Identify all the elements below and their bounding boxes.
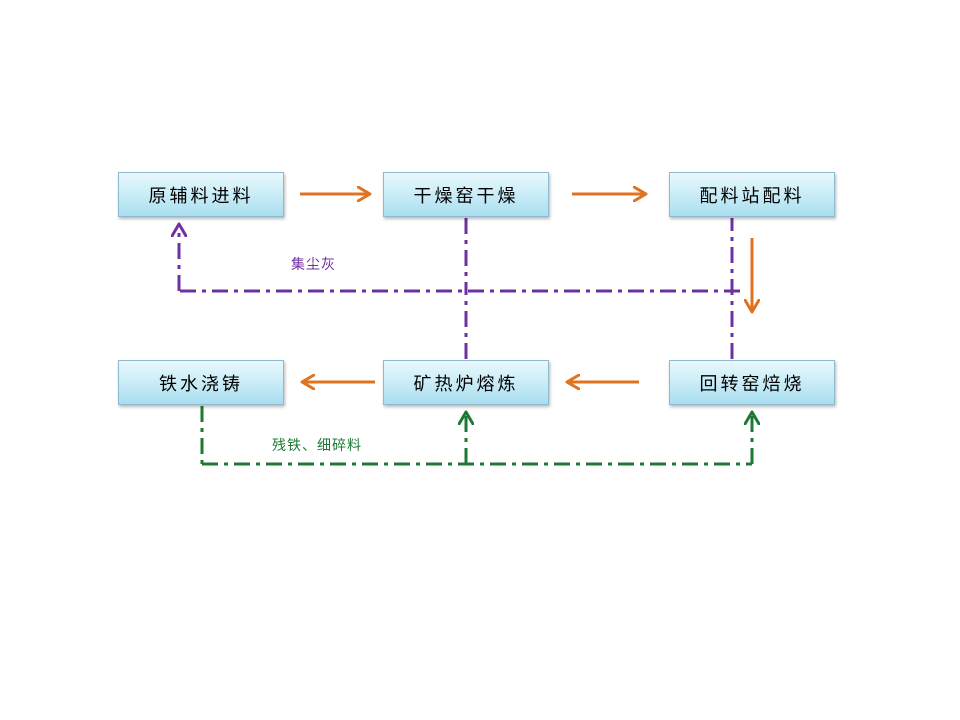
node-iron-casting: 铁水浇铸 xyxy=(118,360,284,405)
node-furnace-smelting-label: 矿热炉熔炼 xyxy=(413,373,519,395)
scrap-return-loop xyxy=(200,406,752,466)
node-iron-casting-label: 铁水浇铸 xyxy=(159,373,243,395)
dust-ash-label: 集尘灰 xyxy=(291,257,336,273)
node-kiln-drying: 干燥窑干燥 xyxy=(383,172,549,217)
node-batching-station: 配料站配料 xyxy=(669,172,835,217)
node-kiln-drying-label: 干燥窑干燥 xyxy=(413,185,519,207)
node-rotary-kiln-roasting-label: 回转窑焙烧 xyxy=(699,373,805,395)
dust-return-loop xyxy=(179,218,740,359)
node-raw-material-feed-label: 原辅料进料 xyxy=(148,185,254,207)
node-raw-material-feed: 原辅料进料 xyxy=(118,172,284,217)
node-rotary-kiln-roasting: 回转窑焙烧 xyxy=(669,360,835,405)
node-batching-station-label: 配料站配料 xyxy=(699,185,805,207)
scrap-iron-label: 残铁、细碎料 xyxy=(272,438,362,454)
node-furnace-smelting: 矿热炉熔炼 xyxy=(383,360,549,405)
